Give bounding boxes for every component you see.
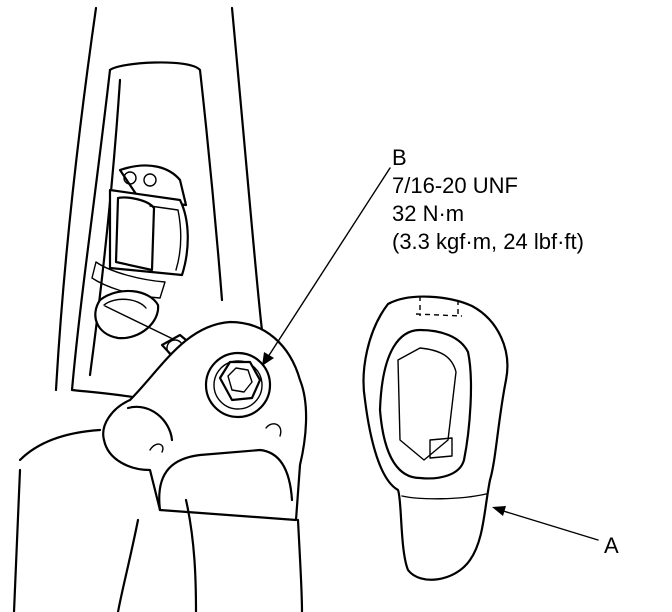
callout-b-torque-alt: (3.3 kgf·m, 24 lbf·ft) [392,229,584,254]
arrowhead-a [492,506,506,516]
callout-a-letter: A [604,533,619,558]
callout-b-thread: 7/16-20 UNF [392,173,518,198]
pillar-panel [12,6,264,612]
callout-b-torque-nm: 32 N·m [392,201,465,226]
anchor-cover-assembly [91,164,189,341]
leader-lines [262,167,599,541]
leader-line-b [265,167,391,361]
anchor-cover-a [362,295,509,581]
leader-line-a [499,509,599,541]
bolt-b [204,351,272,419]
arrowhead-b [262,352,274,366]
anchor-plate [102,320,308,612]
callout-b-letter: B [392,145,407,170]
